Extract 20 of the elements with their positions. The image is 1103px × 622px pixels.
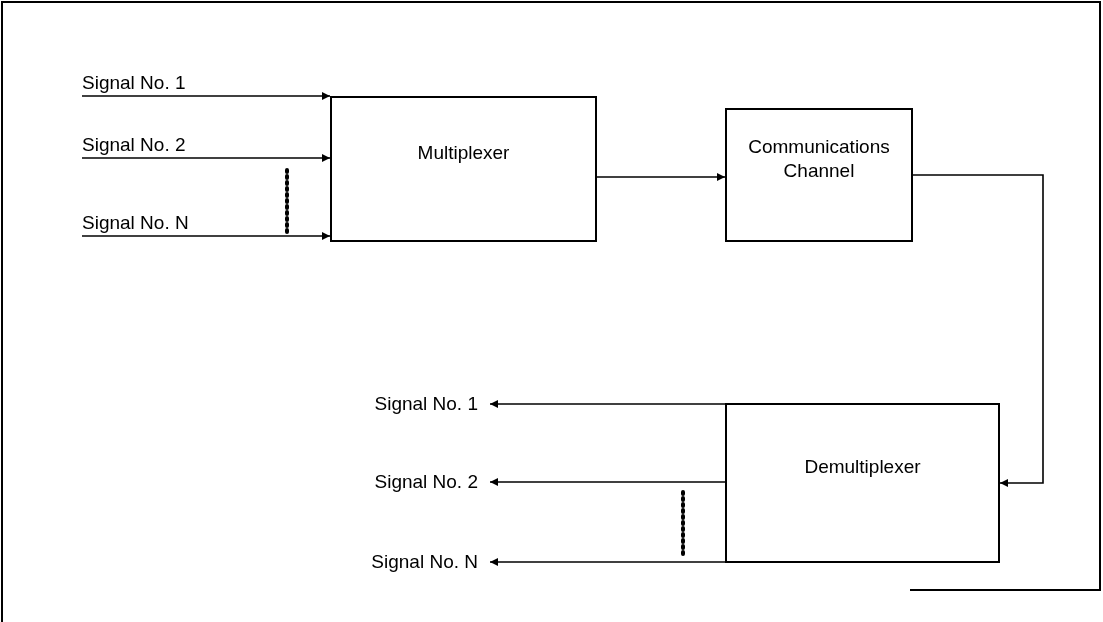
- signal-label: Signal No. 2: [82, 133, 186, 157]
- arrow: [489, 400, 726, 408]
- process-box: [330, 96, 597, 242]
- arrow: [596, 173, 726, 181]
- process-box: [725, 403, 1000, 563]
- signal-label: Signal No. 2: [374, 470, 479, 494]
- arrow: [489, 558, 726, 566]
- arrow: [81, 154, 331, 162]
- signal-label: Signal No. N: [371, 550, 479, 574]
- box-label: Multiplexer: [417, 141, 510, 165]
- signal-label: Signal No. N: [82, 211, 189, 235]
- signal-label: Signal No. 1: [82, 71, 186, 95]
- arrow: [912, 174, 1044, 487]
- box-label: Demultiplexer: [804, 455, 921, 479]
- arrow: [81, 92, 331, 100]
- process-box: [725, 108, 913, 242]
- signal-label: Signal No. 1: [374, 392, 479, 416]
- arrow: [489, 478, 726, 486]
- arrow: [81, 232, 331, 240]
- box-label: Communications Channel: [747, 135, 891, 183]
